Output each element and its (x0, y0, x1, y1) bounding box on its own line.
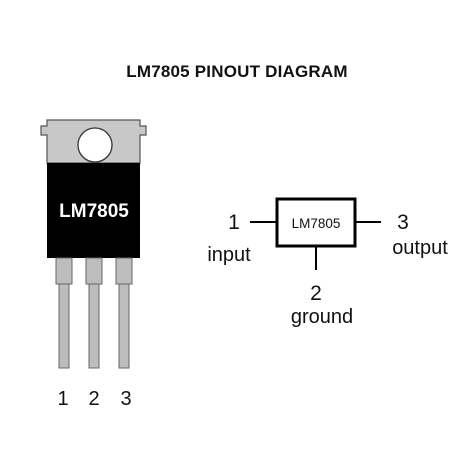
lead-3 (115, 257, 133, 369)
lead-2 (85, 257, 103, 369)
package-label: LM7805 (59, 201, 129, 222)
schematic-pin-1-number: 1 (228, 211, 240, 234)
schematic-symbol: LM7805 1 input 3 output 2 ground (207, 197, 448, 328)
schematic-pin-2-number: 2 (310, 282, 322, 305)
lead-1 (55, 257, 73, 369)
schematic-pin-3-number: 3 (397, 211, 409, 234)
regulator-box-label: LM7805 (292, 216, 341, 231)
schematic-pin-3-name: output (392, 237, 448, 259)
to220-package: LM7805 1 2 3 (40, 119, 147, 410)
schematic-pin-1-name: input (207, 244, 251, 266)
package-body (47, 163, 140, 258)
regulator-box (275, 197, 357, 248)
package-pin-2-number: 2 (88, 388, 99, 410)
package-pin-1-number: 1 (57, 388, 68, 410)
diagram-title: LM7805 PINOUT DIAGRAM (126, 62, 348, 81)
package-pin-3-number: 3 (120, 388, 131, 410)
schematic-pin-2-name: ground (291, 306, 353, 328)
mounting-hole (77, 127, 113, 163)
